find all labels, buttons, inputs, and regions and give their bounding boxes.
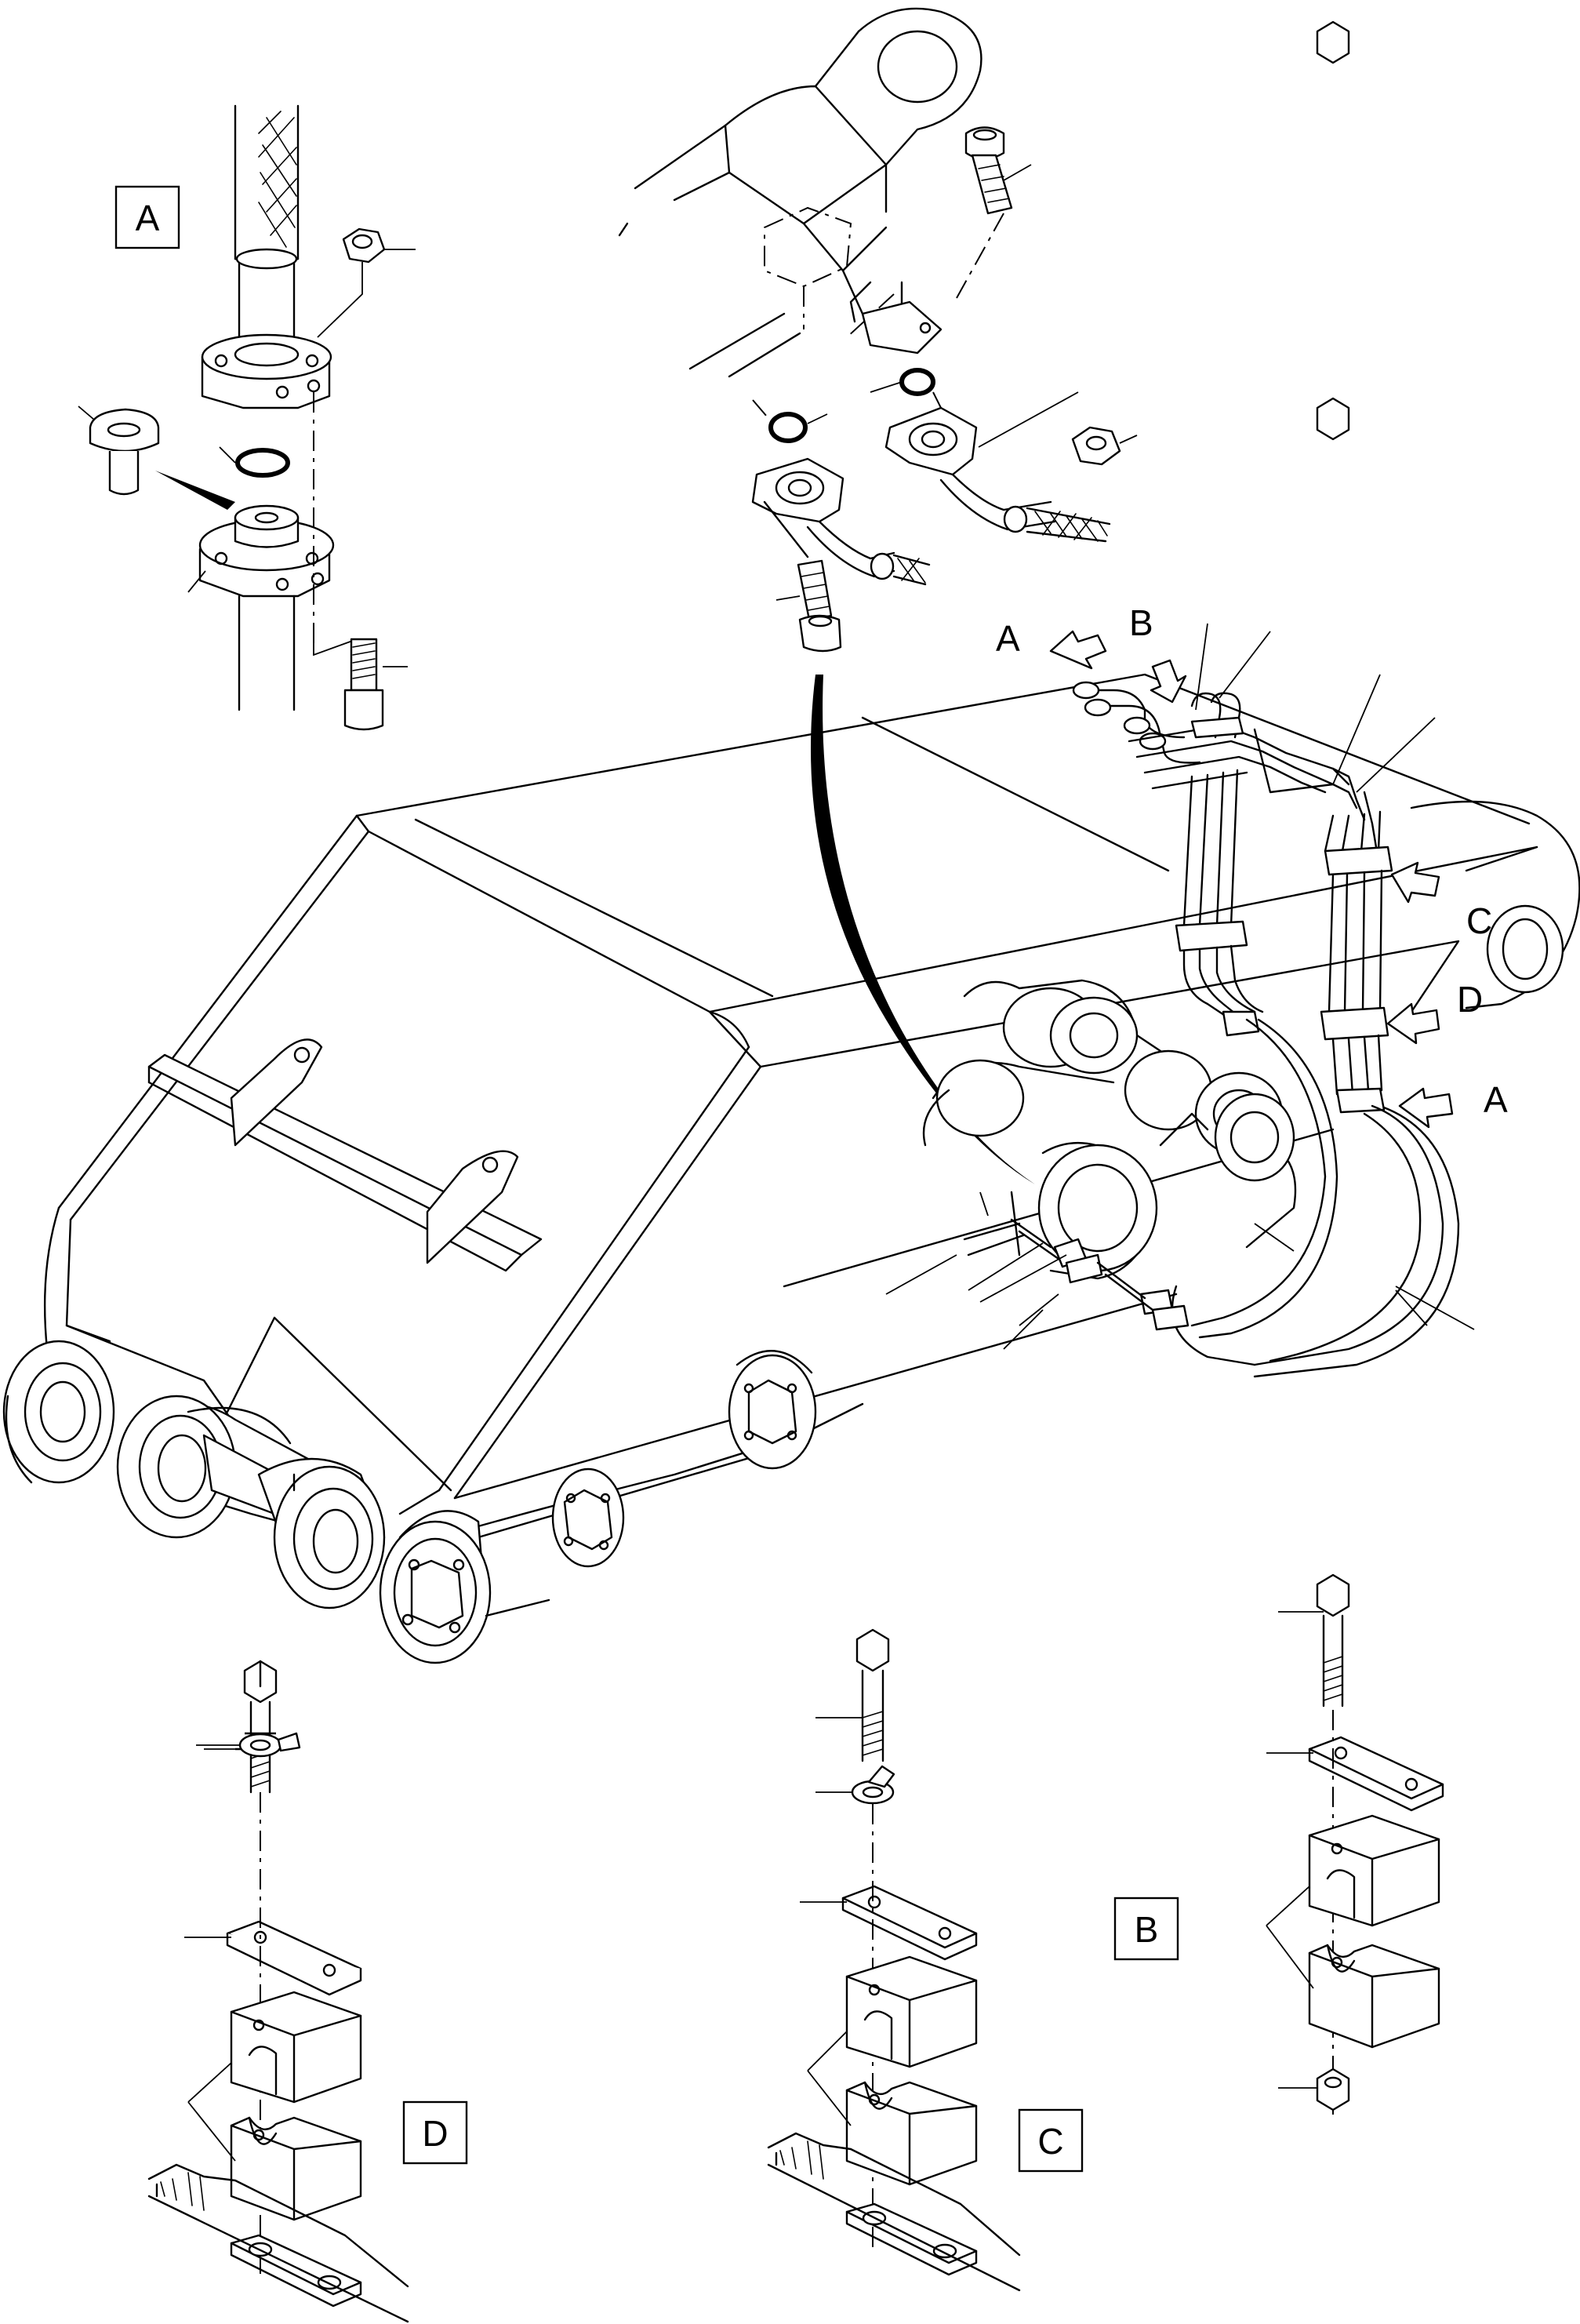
- detail-c-clamp-assembly: C: [767, 1628, 1084, 2292]
- boom-arm: [2, 673, 1580, 1664]
- svg-text:A: A: [1484, 1079, 1508, 1120]
- detail-d-label: D: [422, 2113, 448, 2154]
- detail-b-clamp-assembly: [1316, 397, 1350, 441]
- svg-text:C: C: [1466, 900, 1492, 941]
- svg-text:A: A: [996, 618, 1020, 659]
- detail-d-label-box: [402, 2100, 468, 2165]
- detail-c-label: C: [1037, 2121, 1063, 2162]
- arrow-b-top: B: [1129, 602, 1187, 704]
- boom-piping: A B C D A: [885, 602, 1508, 1378]
- detail-c-label-box: [1018, 2108, 1084, 2173]
- boom-cylinder-ends: [922, 979, 1297, 1280]
- detail-b-label: B: [1135, 1909, 1159, 1950]
- arrow-d: D: [1386, 979, 1483, 1045]
- detail-callout-arrow: [811, 675, 1035, 1184]
- detail-b-clamp-parts: B: [1113, 20, 1444, 2118]
- detail-a-flange-assembly: A: [78, 104, 416, 731]
- svg-text:B: B: [1129, 602, 1153, 643]
- detail-a-label-box: [114, 185, 180, 249]
- detail-b-label-box: [1113, 1897, 1179, 1961]
- svg-text:D: D: [1457, 979, 1483, 1020]
- arrow-c: C: [1390, 861, 1492, 941]
- detail-d-clamp-assembly: D: [147, 1660, 468, 2323]
- detail-a-label: A: [136, 198, 160, 238]
- arrow-a-top: A: [996, 618, 1107, 670]
- arrow-a-right: A: [1398, 1079, 1508, 1129]
- cylinder-hose-detail: [618, 7, 1138, 653]
